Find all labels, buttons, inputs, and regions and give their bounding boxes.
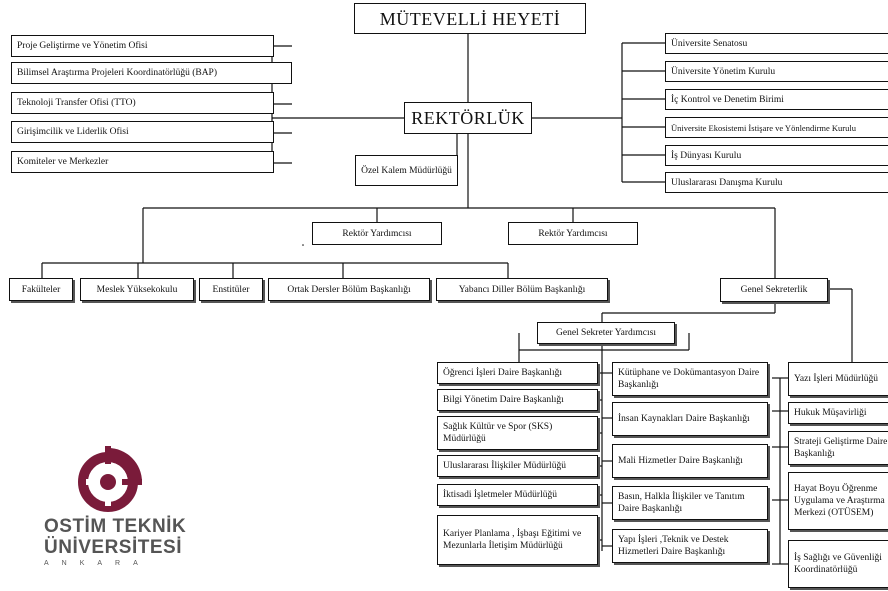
col1-student-affairs: Öğrenci İşleri Daire Başkanlığı <box>437 362 598 384</box>
right-unit-senate: Üniversite Senatosu <box>665 33 888 54</box>
col3-otusem: Hayat Boyu Öğrenme Uygulama ve Araştırma… <box>788 472 888 530</box>
col2-human-resources: İnsan Kaynakları Daire Başkanlığı <box>612 402 768 436</box>
right-unit-audit: İç Kontrol ve Denetim Birimi <box>665 89 888 110</box>
academic-unit-foreign-languages: Yabancı Diller Bölüm Başkanlığı <box>436 278 608 301</box>
logo-emblem-icon <box>78 446 142 512</box>
academic-unit-vocational: Meslek Yüksekokulu <box>80 278 194 301</box>
col2-construction: Yapı İşleri ,Teknik ve Destek Hizmetleri… <box>612 529 768 563</box>
rectorate-box: REKTÖRLÜK <box>404 102 532 134</box>
right-unit-board: Üniversite Yönetim Kurulu <box>665 61 888 82</box>
col1-economic-enterprises: İktisadi İşletmeler Müdürlüğü <box>437 484 598 506</box>
private-office-box: Özel Kalem Müdürlüğü <box>355 155 458 186</box>
col2-library: Kütüphane ve Dokümantasyon Daire Başkanl… <box>612 362 768 396</box>
right-unit-business: İş Dünyası Kurulu <box>665 145 888 166</box>
col3-correspondence: Yazı İşleri Müdürlüğü <box>788 362 888 396</box>
academic-unit-institutes: Enstitüler <box>199 278 263 301</box>
board-of-trustees-box: MÜTEVELLİ HEYETİ <box>354 3 586 34</box>
col1-international-relations: Uluslararası İlişkiler Müdürlüğü <box>437 455 598 477</box>
university-logo: OSTİM TEKNİK ÜNİVERSİTESİ ANKARA <box>44 444 187 567</box>
left-unit-bap: Bilimsel Araştırma Projeleri Koordinatör… <box>11 62 292 84</box>
vice-rector-box-1: Rektör Yardımcısı <box>312 222 442 245</box>
left-unit-tto: Teknoloji Transfer Ofisi (TTO) <box>11 92 274 114</box>
deputy-secretary-box: Genel Sekreter Yardımcısı <box>537 322 675 344</box>
left-unit-entrepreneurship: Girişimcilik ve Liderlik Ofisi <box>11 121 274 143</box>
academic-unit-faculties: Fakülteler <box>9 278 73 301</box>
col2-financial-services: Mali Hizmetler Daire Başkanlığı <box>612 444 768 478</box>
logo-line-3: ANKARA <box>44 560 151 567</box>
col3-strategy: Strateji Geliştirme Daire Başkanlığı <box>788 431 888 465</box>
logo-line-2: ÜNİVERSİTESİ <box>44 537 182 558</box>
academic-unit-common-courses: Ortak Dersler Bölüm Başkanlığı <box>268 278 430 301</box>
col1-information-management: Bilgi Yönetim Daire Başkanlığı <box>437 389 598 411</box>
vice-rector-box-2: Rektör Yardımcısı <box>508 222 638 245</box>
col3-occupational-safety: İş Sağlığı ve Güvenliği Koordinatörlüğü <box>788 540 888 588</box>
right-unit-ecosystem: Üniversite Ekosistemi İstişare ve Yönlen… <box>665 117 888 138</box>
col2-press-pr: Basın, Halkla İlişkiler ve Tanıtım Daire… <box>612 486 768 520</box>
right-unit-international: Uluslararası Danışma Kurulu <box>665 172 888 193</box>
col3-legal-counsel: Hukuk Müşavirliği <box>788 402 888 424</box>
secretary-general-box: Genel Sekreterlik <box>720 278 828 302</box>
col1-career-planning: Kariyer Planlama , İşbaşı Eğitimi ve Mez… <box>437 515 598 565</box>
left-unit-project: Proje Geliştirme ve Yönetim Ofisi <box>11 35 274 57</box>
left-unit-committees: Komiteler ve Merkezler <box>11 151 274 173</box>
logo-line-1: OSTİM TEKNİK <box>44 516 187 537</box>
col1-sks: Sağlık Kültür ve Spor (SKS) Müdürlüğü <box>437 416 598 450</box>
